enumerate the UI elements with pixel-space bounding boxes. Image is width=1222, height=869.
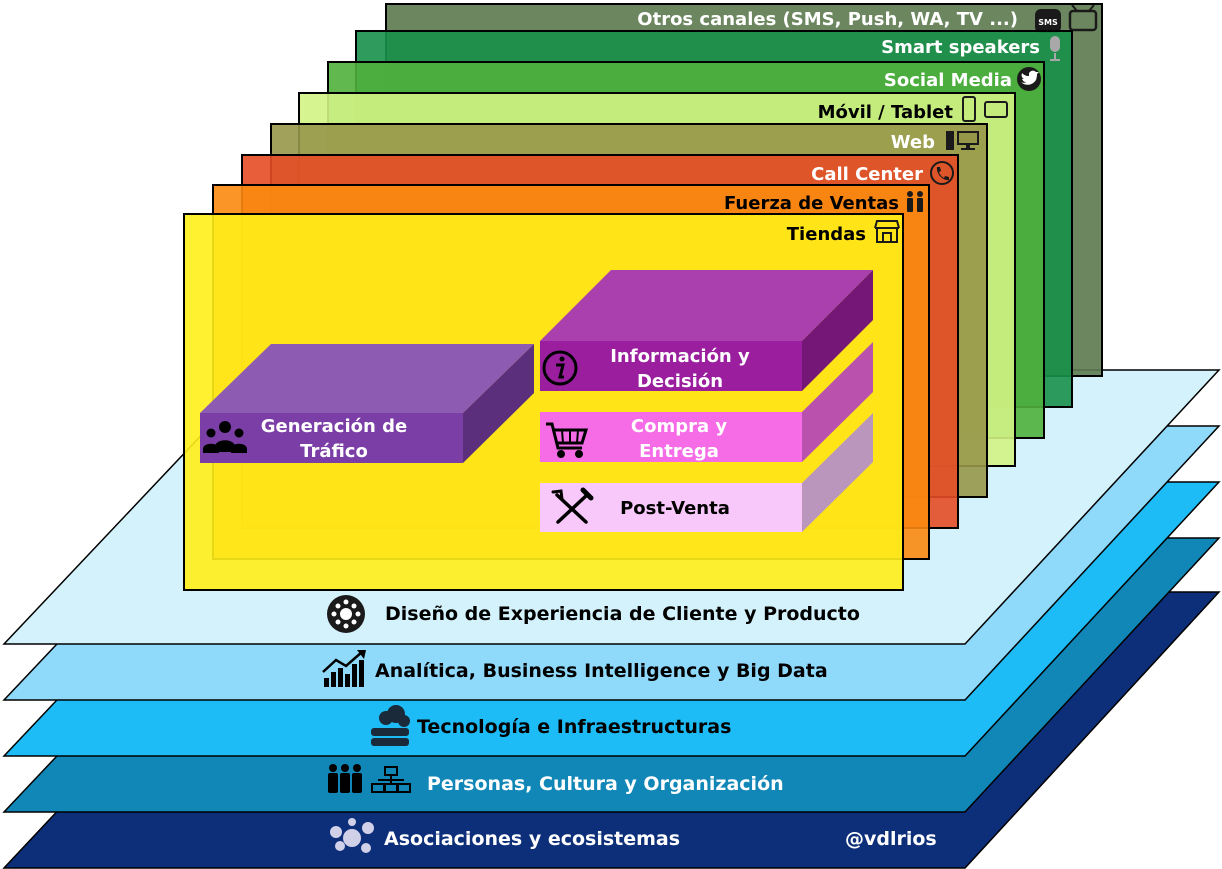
- layer-experience-label: Diseño de Experiencia de Cliente y Produ…: [385, 603, 860, 625]
- org-chart-icon: [371, 766, 411, 793]
- channel-call-center-label: Call Center: [811, 164, 923, 185]
- channel-social-media-label: Social Media: [884, 70, 1012, 91]
- stage-purchase-side: [802, 342, 873, 462]
- mobile-tablet-icon: [962, 96, 1008, 122]
- signature: @vdlrios: [845, 828, 937, 850]
- stage-purchase: Compra y Entrega: [540, 342, 873, 462]
- cart-icon: [546, 422, 589, 458]
- layer-analytics-label: Analítica, Business Intelligence y Big D…: [375, 660, 828, 682]
- stage-postsale-side: [802, 413, 873, 532]
- salespeople-icon: [907, 191, 923, 212]
- layer-ecosystems-label: Asociaciones y ecosistemas: [384, 828, 680, 850]
- stage-info: Información y Decisión: [540, 270, 873, 392]
- channel-other-label: Otros canales (SMS, Push, WA, TV ...): [637, 9, 1018, 30]
- desktop-icon: [946, 131, 979, 150]
- stage-traffic-front: [200, 413, 463, 463]
- stage-info-front: [540, 341, 802, 391]
- stage-info-label-line1: Información y: [610, 346, 750, 367]
- chart-up-icon: [322, 650, 366, 687]
- stage-info-side: [802, 270, 873, 391]
- people-org-icon: [328, 764, 362, 793]
- stage-info-top: [540, 270, 873, 341]
- info-icon: [542, 350, 578, 386]
- channel-sales-force-label: Fuerza de Ventas: [724, 193, 899, 214]
- channel-smart-speakers-label: Smart speakers: [881, 37, 1040, 58]
- svg-text:SMS: SMS: [1038, 18, 1058, 27]
- stage-info-label-line2: Decisión: [637, 371, 723, 392]
- stage-traffic-side: [463, 344, 534, 463]
- stage-purchase-label-line1: Compra y: [631, 416, 728, 437]
- tools-icon: [551, 487, 594, 524]
- sms-tv-icon: SMS: [1035, 4, 1098, 33]
- people-group-icon: [203, 421, 247, 453]
- phone-icon: [930, 161, 954, 185]
- stage-traffic-label-line2: Tráfico: [300, 441, 368, 462]
- channel-mobile-label: Móvil / Tablet: [818, 102, 954, 123]
- experience-icon: [327, 595, 365, 633]
- store-icon: [874, 220, 900, 243]
- channel-stores-label: Tiendas: [787, 224, 866, 245]
- channel-web-label: Web: [891, 132, 935, 153]
- layer-technology-label: Tecnología e Infraestructuras: [417, 716, 731, 738]
- network-icon: [330, 818, 374, 853]
- stage-traffic: Generación de Tráfico: [200, 344, 534, 463]
- stage-postsale: Post-Venta: [540, 413, 873, 532]
- cloud-server-icon: [371, 705, 410, 746]
- twitter-icon: [1017, 67, 1041, 91]
- journey-stages: Generación de Tráfico Post-Venta: [200, 270, 873, 532]
- stage-traffic-top: [200, 344, 534, 413]
- stage-postsale-label: Post-Venta: [620, 498, 730, 519]
- stage-purchase-label-line2: Entrega: [639, 441, 719, 462]
- layer-people-label: Personas, Cultura y Organización: [427, 773, 784, 795]
- stage-traffic-label-line1: Generación de: [261, 416, 407, 437]
- microphone-icon: [1050, 36, 1060, 61]
